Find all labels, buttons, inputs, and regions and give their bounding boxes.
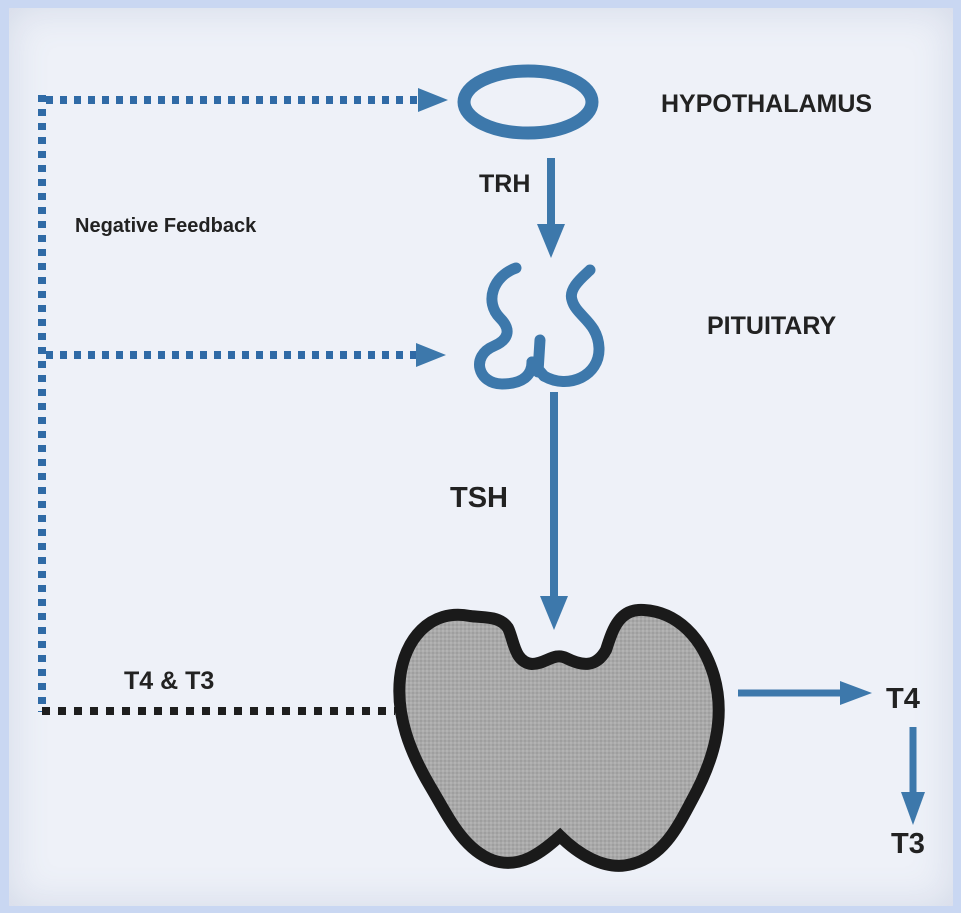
thyroid-shape (399, 610, 718, 866)
feedback-arrowhead-hypothalamus (418, 88, 448, 112)
trh-label: TRH (479, 170, 530, 198)
t4-output-arrowhead (840, 681, 872, 705)
t3-label: T3 (891, 828, 925, 860)
pituitary-shape (480, 268, 600, 384)
hypothalamus-shape (464, 71, 592, 133)
negative-feedback-pathway (42, 88, 448, 712)
t4-t3-label: T4 & T3 (124, 667, 214, 695)
tsh-arrowhead (540, 596, 568, 630)
negative-feedback-label: Negative Feedback (75, 215, 257, 237)
feedback-arrowhead-pituitary (416, 343, 446, 367)
tsh-label: TSH (450, 482, 508, 514)
pituitary-label: PITUITARY (707, 312, 836, 340)
hypothalamus-label: HYPOTHALAMUS (661, 90, 872, 118)
t4-to-t3-arrowhead (901, 792, 925, 825)
t4-label: T4 (886, 683, 920, 715)
trh-arrowhead (537, 224, 565, 258)
